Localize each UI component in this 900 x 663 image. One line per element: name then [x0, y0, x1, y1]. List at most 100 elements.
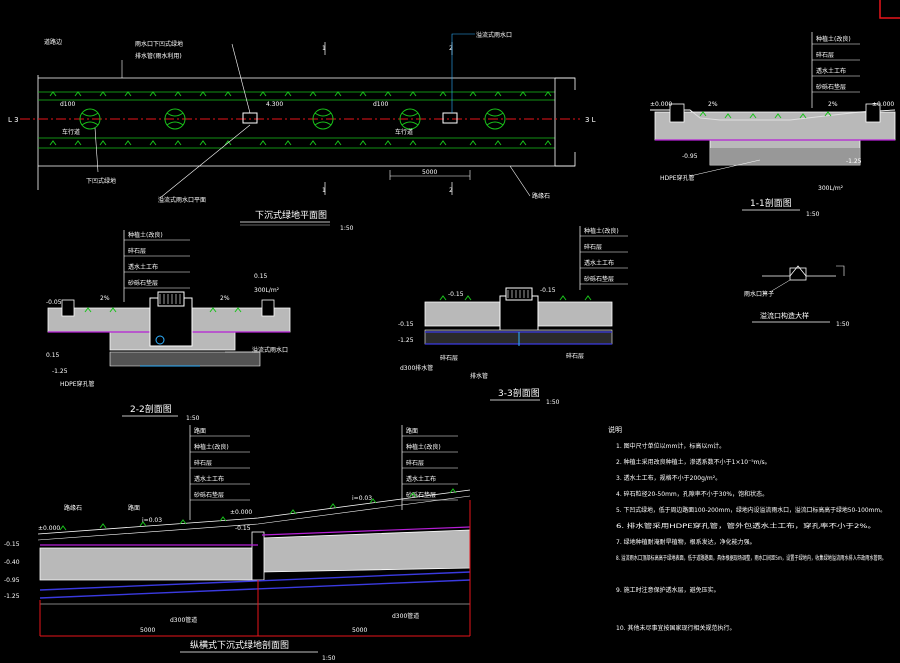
dim-d2: 4.300: [266, 101, 283, 108]
ls-slope-2: i=0.03: [352, 495, 372, 502]
label-lane-1: 车行道: [62, 128, 80, 136]
s22-note-rate: 300L/m²: [254, 287, 280, 294]
detail-small: 雨水口箅子 溢流口构造大样 1:50: [744, 265, 850, 328]
notes-item-4: 4. 碎石粒径20-50mm，孔隙率不小于30%，饱和状态。: [616, 490, 768, 498]
s11-elev-right: ±0.000: [872, 101, 894, 108]
section-2-2: 种植土(改良) 碎石层 透水土工布 砂砾石垫层 2% 2% -0.05 0.15…: [46, 230, 291, 422]
ls-elev-left: ±0.000: [38, 525, 60, 532]
ls-dim-1: 5000: [140, 627, 155, 634]
ls-title: 纵横式下沉式绿地剖面图: [190, 639, 289, 651]
s11-elev-low: -0.95: [682, 153, 698, 160]
s33-elev-a2: -0.15: [398, 321, 414, 328]
s33-note-3: 碎石层: [566, 352, 584, 360]
s22-title: 2-2剖面图: [130, 403, 172, 415]
s11-elev-bottom: -1.25: [846, 158, 862, 165]
s33-layer-1: 碎石层: [584, 243, 602, 251]
s11-elev-left: ±0.000: [650, 101, 672, 108]
ls-gravel-right: [261, 529, 471, 573]
s11-layer-3: 砂砾石垫层: [816, 83, 846, 91]
ls-elev-d: -0.40: [4, 559, 20, 566]
label-lane-2: 车行道: [395, 128, 413, 136]
s22-layer-3: 砂砾石垫层: [128, 279, 158, 287]
plant-row-top: [49, 91, 552, 97]
s22-layer-1: 碎石层: [128, 247, 146, 255]
s22-elev-c: 0.15: [46, 352, 60, 359]
detail-scale: 1:50: [836, 321, 850, 328]
ls-elev-e: -0.95: [4, 577, 20, 584]
frame-corner: [879, 0, 900, 19]
plant-row-bottom: [49, 140, 552, 146]
dim-d3: d100: [373, 101, 388, 108]
s11-scale: 1:50: [806, 211, 820, 218]
section-3-3: 种植土(改良) 碎石层 透水土工布 砂砾石垫层 -0.15 -0.15 -0.1…: [398, 226, 628, 406]
ls-gravel-left: [39, 547, 259, 581]
s22-layer-2: 透水土工布: [128, 263, 158, 271]
plan-view: L 3 3 L 1 1 2 2: [8, 31, 596, 232]
s33-elev-b: -0.15: [540, 287, 556, 294]
s33-elev-a: -0.15: [448, 291, 464, 298]
section-mark-left: L 3: [8, 116, 19, 124]
notes-item-2: 2. 种植土采用改良种植土，渗透系数不小于1×10⁻⁵m/s。: [616, 458, 771, 466]
ls-dim-2: 5000: [352, 627, 367, 634]
s22-slope-right: 2%: [220, 295, 230, 302]
s33-layer-0: 种植土(改良): [584, 227, 619, 235]
s33-layer-2: 透水土工布: [584, 259, 614, 267]
s22-scale: 1:50: [186, 415, 200, 422]
s33-inlet-chamber: [499, 295, 539, 333]
ls-layer-2: 碎石层: [194, 459, 212, 467]
s11-layer-2: 透水土工布: [816, 67, 846, 75]
s33-note-1: 碎石层: [440, 354, 458, 362]
label-callout-top2: 排水管(雨水利用): [135, 52, 182, 60]
label-callout-bottom-mid: 溢流式雨水口平面: [158, 196, 206, 204]
label-callout-right: 溢流式雨水口: [476, 31, 512, 39]
section-mark-right: 3 L: [585, 116, 596, 124]
section-1-1: 种植土(改良) 碎石层 透水土工布 砂砾石垫层 ±0.000 ±0.000 2%…: [650, 32, 896, 218]
notes-item-5: 5. 下凹式绿地，低于周边路面100-200mm，绿地内设溢流雨水口，溢流口标高…: [616, 506, 886, 514]
section-label-1-bottom: 1: [322, 187, 326, 194]
design-notes: 说明 1. 图中尺寸单位以mm计，标高以m计。 2. 种植土采用改良种植土，渗透…: [608, 425, 886, 632]
s22-note-pipe: HDPE穿孔管: [60, 380, 95, 388]
ls-layer-3: 透水土工布: [194, 475, 224, 483]
notes-item-10: 10. 其他未尽事宜按国家现行相关规范执行。: [616, 624, 735, 632]
ls-pipe-2: d300管道: [392, 612, 419, 620]
s22-elev-c2: 0.15: [254, 273, 268, 280]
ls-layer-1: 种植土(改良): [194, 443, 229, 451]
s11-note-pipe: HDPE穿孔管: [660, 174, 695, 182]
notes-heading: 说明: [608, 425, 622, 434]
label-road-edge: 道路边: [44, 38, 62, 46]
s33-elev-c: -1.25: [398, 337, 414, 344]
notes-item-6: 6. 排水管采用HDPE穿孔管，管外包透水土工布，穿孔率不小于2%。: [616, 522, 876, 530]
s33-note-pipe: d300排水管: [400, 364, 433, 372]
ls-elev-mid: ±0.000: [230, 509, 252, 516]
s22-elev-a: -0.05: [46, 299, 62, 306]
ls-left-label: 路缘石: [64, 504, 82, 512]
ls-layer-r2: 碎石层: [406, 459, 424, 467]
long-section: 路面 种植土(改良) 碎石层 透水土工布 砂砾石垫层 路面 种植土(改良) 碎石…: [4, 425, 471, 662]
s22-slope-left: 2%: [100, 295, 110, 302]
ls-layer-r4: 砂砾石垫层: [406, 491, 436, 499]
section-label-2-bottom: 2: [449, 187, 453, 194]
ls-layer-r3: 透水土工布: [406, 475, 436, 483]
ls-elev-c: -0.15: [235, 525, 251, 532]
dim-d4: 5000: [422, 169, 437, 176]
detail-note: 雨水口箅子: [744, 290, 774, 298]
s11-slope-right: 2%: [828, 101, 838, 108]
ls-mid-label: 路面: [128, 504, 140, 512]
section-label-2-top: 2: [449, 45, 453, 52]
notes-item-3: 3. 透水土工布，规格不小于200g/m²。: [616, 474, 721, 482]
s33-layer-3: 砂砾石垫层: [584, 275, 614, 283]
dim-d1: d100: [60, 101, 75, 108]
s11-layer-1: 碎石层: [816, 51, 834, 59]
s11-title: 1-1剖面图: [750, 197, 792, 209]
notes-item-1: 1. 图中尺寸单位以mm计，标高以m计。: [616, 442, 725, 450]
plan-view-title: 下沉式绿地平面图: [255, 209, 327, 221]
notes-item-7: 7. 绿地种植耐淹耐旱植物，根系发达，净化能力强。: [616, 538, 756, 546]
inlet-symbol-1: [242, 112, 258, 124]
s11-note-rate: 300L/m²: [818, 185, 844, 192]
s33-note-2: 排水管: [470, 372, 488, 380]
section-label-1-top: 1: [322, 45, 326, 52]
label-callout-bottom-right: 路缘石: [532, 192, 550, 200]
s33-title: 3-3剖面图: [498, 387, 540, 399]
ls-elev-c-left: -0.15: [4, 541, 20, 548]
